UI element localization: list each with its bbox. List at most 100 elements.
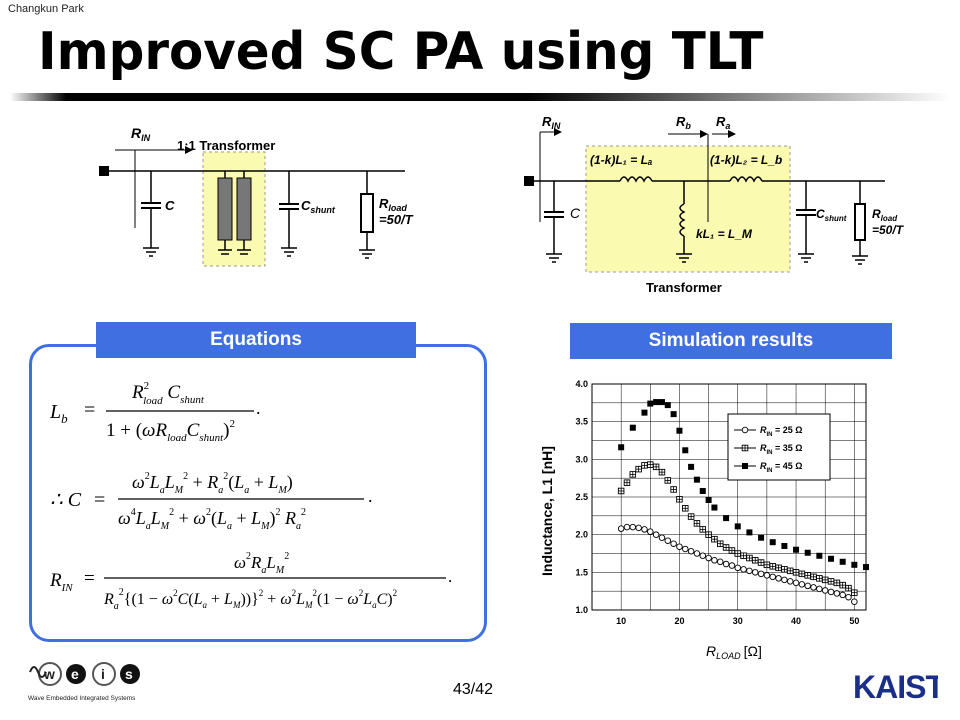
- data-point: [804, 549, 811, 556]
- data-point: [863, 564, 869, 571]
- data-point: [664, 477, 672, 484]
- data-point: [845, 584, 852, 592]
- x-tick-label: 50: [849, 616, 859, 626]
- transformer-coil-secondary: [236, 177, 252, 241]
- kaist-logo: KAIST: [850, 666, 938, 706]
- inductor-la: [619, 176, 653, 183]
- data-point: [670, 540, 677, 547]
- title-underline: [10, 93, 950, 101]
- data-point: [699, 552, 707, 560]
- logo-tagline: Wave Embedded Integrated Systems: [28, 695, 136, 702]
- page-number: 43/42: [453, 681, 494, 698]
- data-point: [664, 402, 671, 409]
- data-point: [839, 581, 846, 589]
- data-point: [804, 582, 811, 590]
- data-point: [792, 569, 800, 576]
- data-point: [652, 531, 660, 538]
- inductor-lb: [729, 176, 763, 183]
- y-tick-label: 3.0: [575, 454, 588, 464]
- data-point: [618, 444, 625, 451]
- data-point: [746, 554, 753, 562]
- data-point: [647, 461, 654, 468]
- svg-text:.: .: [448, 567, 452, 586]
- data-point: [816, 552, 823, 559]
- data-point: [758, 534, 765, 541]
- data-point: [786, 567, 794, 575]
- data-point: [652, 463, 660, 471]
- data-point: [728, 562, 736, 569]
- data-point: [664, 537, 672, 544]
- data-point: [839, 591, 846, 599]
- data-point: [751, 569, 759, 576]
- data-point: [816, 585, 823, 593]
- data-point: [647, 400, 654, 407]
- x-tick-label: 40: [791, 616, 801, 626]
- svg-text:Lb: Lb: [49, 401, 68, 426]
- data-point: [810, 584, 817, 591]
- data-point: [623, 479, 631, 486]
- data-point: [851, 589, 858, 596]
- data-point: [687, 513, 695, 520]
- svg-text:=: =: [84, 568, 95, 589]
- c-label: C: [165, 198, 175, 213]
- data-point: [641, 526, 648, 533]
- rload-label-right: Rload: [872, 207, 898, 223]
- data-point: [734, 523, 741, 530]
- y-tick-label: 1.5: [575, 567, 588, 577]
- input-port: [99, 166, 109, 176]
- rin-label-right: RIN: [542, 114, 561, 131]
- data-point: [629, 471, 637, 478]
- equations-tab: Equations: [96, 322, 416, 358]
- data-point: [740, 552, 747, 560]
- data-point: [670, 411, 677, 418]
- data-point: [781, 566, 788, 573]
- data-point: [751, 557, 759, 564]
- kaist-wordmark: KAIST: [853, 669, 938, 705]
- data-point: [775, 564, 782, 572]
- data-point: [781, 576, 788, 584]
- x-axis-label: RLOAD[Ω]: [706, 643, 762, 661]
- rload-label: Rload: [379, 196, 407, 213]
- data-point: [711, 557, 718, 564]
- data-point: [705, 554, 712, 562]
- svg-text:.: .: [256, 398, 261, 418]
- cshunt-label-right: Cshunt: [816, 207, 847, 223]
- data-point: [635, 465, 642, 473]
- la-equation: (1-k)L₁ = Lₐ: [590, 153, 653, 167]
- data-point: [658, 534, 666, 541]
- weis-logo: w e i s Wave Embedded Integrated Systems: [28, 662, 140, 702]
- data-point: [757, 570, 765, 578]
- data-point: [816, 575, 823, 582]
- data-point: [635, 524, 642, 532]
- data-point: [676, 543, 683, 550]
- svg-text:ω4LaLM2 + ω2(La + LM)2 Ra2: ω4LaLM2 + ω2(La + LM)2 Ra2: [118, 507, 306, 532]
- schematic-right: RIN Rb Ra (1-k)L₁ = Lₐ (1-k)L₂ = L_b kL₁…: [524, 114, 905, 295]
- series-2: [617, 461, 858, 596]
- data-point: [711, 535, 718, 543]
- data-point: [687, 547, 695, 555]
- data-point: [792, 579, 800, 587]
- data-point: [833, 590, 841, 597]
- transformer-block-right: [585, 145, 791, 273]
- equation-c: ∴ C = ω2LaLM2 + Ra2(La + LM) ω4LaLM2 + ω…: [50, 471, 373, 532]
- input-port-right: [524, 176, 534, 186]
- data-point: [775, 575, 782, 582]
- data-point: [798, 570, 806, 578]
- y-tick-label: 3.5: [575, 417, 588, 427]
- data-point: [699, 526, 707, 533]
- svg-text:.: .: [368, 486, 373, 506]
- resistor-rload-symbol: [360, 193, 374, 233]
- simulation-tab: Simulation results: [570, 323, 892, 359]
- data-point: [693, 476, 700, 483]
- data-point: [629, 424, 636, 431]
- data-point: [769, 539, 776, 546]
- svg-text:i: i: [101, 666, 105, 682]
- data-point: [693, 550, 701, 557]
- author-name: Changkun Park: [8, 3, 84, 15]
- legend-label: RIN = 35 Ω: [760, 443, 802, 456]
- lm-equation: kL₁ = L_M: [696, 227, 753, 241]
- data-point: [623, 523, 631, 531]
- cshunt-label: Cshunt: [301, 198, 336, 215]
